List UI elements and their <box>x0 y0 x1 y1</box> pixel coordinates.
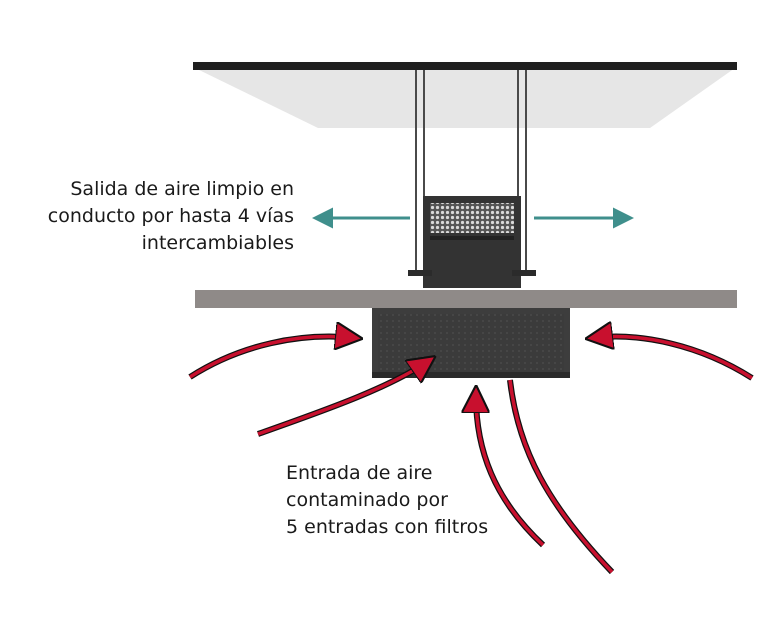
inlet-label: Entrada de aire contaminado por 5 entrad… <box>286 460 488 541</box>
inlet-label-line: contaminado por <box>286 489 448 511</box>
filter-unit <box>372 308 570 378</box>
inlet-arrow-icon <box>508 379 614 574</box>
outlet-label-line: Salida de aire limpio en <box>70 178 294 200</box>
outlet-plenum <box>408 196 536 288</box>
inlet-label-line: 5 entradas con filtros <box>286 516 489 538</box>
ceiling-slab <box>195 290 737 308</box>
inlet-arrow-icon <box>592 337 753 380</box>
outlet-label-line: intercambiables <box>141 232 294 254</box>
inlet-arrow-icon <box>257 360 430 436</box>
outlet-label: Salida de aire limpio en conducto por ha… <box>48 176 294 257</box>
inlet-arrow-icon <box>476 392 545 547</box>
outlet-label-line: conducto por hasta 4 vías <box>47 205 294 227</box>
outlet-grille <box>430 203 514 233</box>
inlet-label-line: Entrada de aire <box>286 462 433 484</box>
ceiling-panel <box>193 62 737 128</box>
inlet-arrow-icon <box>189 337 356 379</box>
